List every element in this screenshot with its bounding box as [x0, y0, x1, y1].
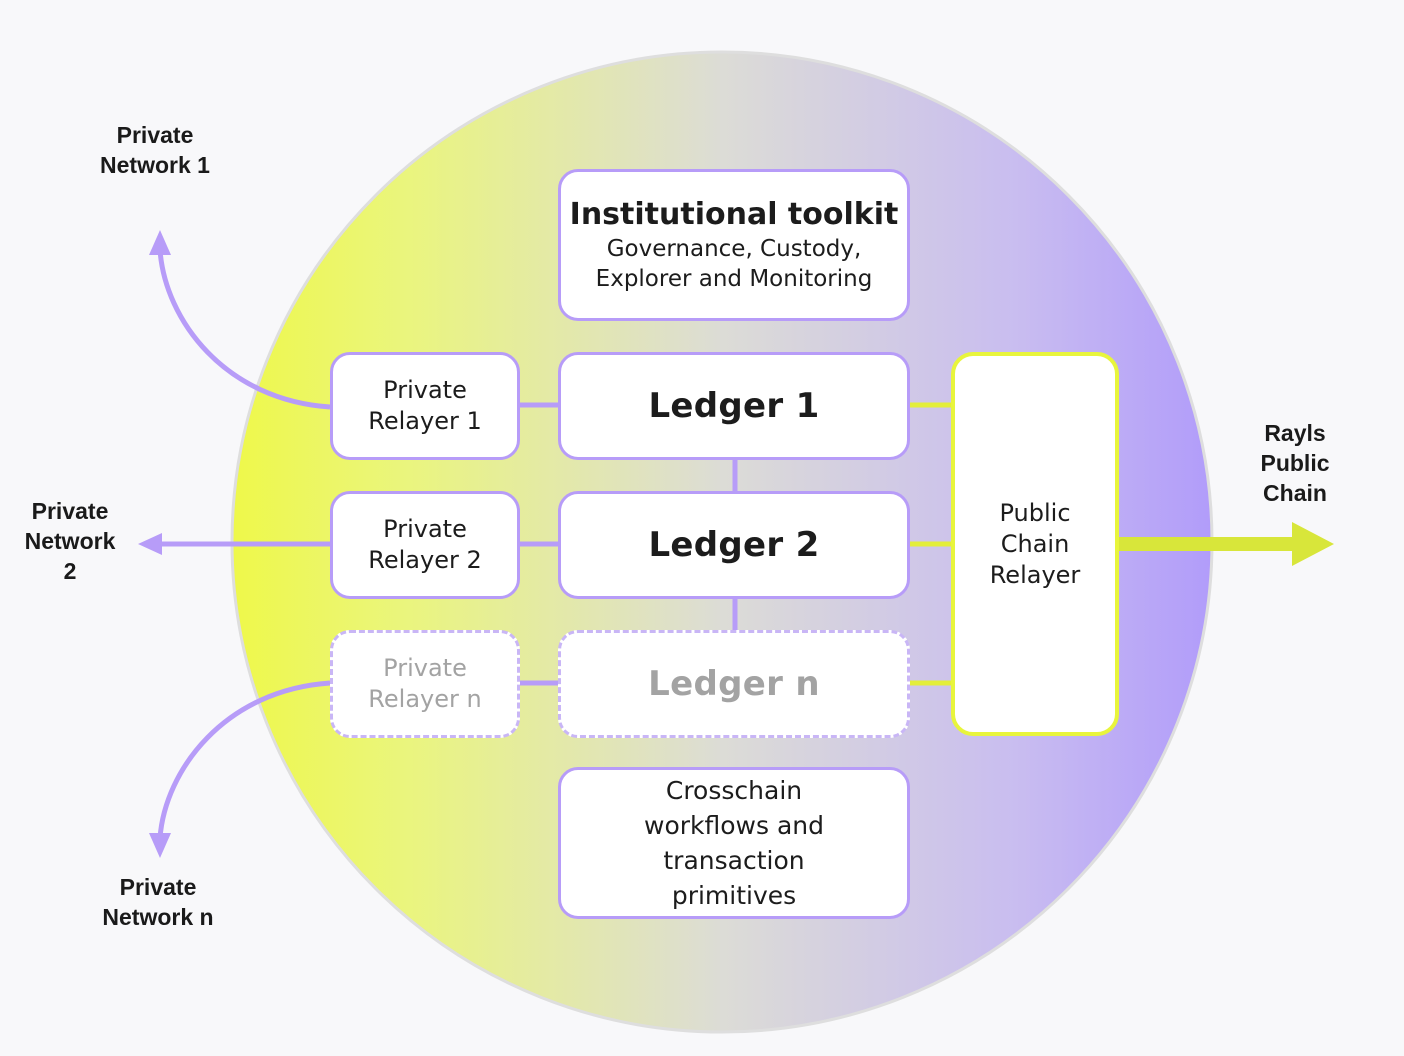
- public-chain-relayer-line2: Chain: [1000, 529, 1070, 558]
- private-relayer-2-box: Private Relayer 2: [330, 491, 520, 599]
- rayls-public-chain-line3: Chain: [1263, 480, 1327, 506]
- private-network-n-line1: Private: [119, 874, 197, 900]
- private-relayer-1-line2: Relayer 1: [368, 407, 482, 435]
- rayls-public-chain-line1: Rayls: [1264, 420, 1326, 446]
- private-relayer-n-line2: Relayer n: [368, 685, 482, 713]
- arrow-private-network-n: [157, 680, 331, 839]
- private-network-2-line2: Network: [24, 528, 116, 554]
- ledger-2-label: Ledger 2: [648, 525, 820, 565]
- institutional-toolkit-box: Institutional toolkit Governance, Custod…: [558, 169, 910, 321]
- arrowhead-private-network-n: [149, 833, 171, 858]
- private-relayer-2-line2: Relayer 2: [368, 546, 482, 574]
- ledger-1-label: Ledger 1: [648, 386, 820, 426]
- private-network-n-label: Private Network n: [78, 872, 238, 932]
- crosschain-line3: transaction: [663, 846, 805, 875]
- crosschain-line4: primitives: [671, 881, 797, 910]
- arrowhead-private-network-1: [149, 230, 171, 255]
- rayls-public-chain-line2: Public: [1260, 450, 1330, 476]
- arrow-rayls-public-chain: [1116, 537, 1298, 551]
- private-relayer-n-box: Private Relayer n: [330, 630, 520, 738]
- ledger-n-box: Ledger n: [558, 630, 910, 738]
- private-relayer-n-line1: Private: [383, 654, 467, 682]
- rayls-public-chain-label: Rayls Public Chain: [1240, 418, 1350, 508]
- crosschain-workflows-box: Crosschain workflows and transaction pri…: [558, 767, 910, 919]
- public-chain-relayer-line3: Relayer: [989, 560, 1081, 589]
- institutional-toolkit-subtitle-line2: Explorer and Monitoring: [595, 266, 873, 292]
- institutional-toolkit-subtitle-line1: Governance, Custody,: [606, 236, 862, 262]
- private-network-2-label: Private Network 2: [0, 496, 140, 586]
- ledger-2-box: Ledger 2: [558, 491, 910, 599]
- private-relayer-1-line1: Private: [383, 376, 467, 404]
- arrow-private-network-1: [157, 249, 331, 410]
- private-network-1-line1: Private: [116, 122, 194, 148]
- crosschain-line1: Crosschain: [665, 776, 803, 805]
- institutional-toolkit-title: Institutional toolkit: [569, 197, 899, 232]
- private-network-2-line3: 2: [63, 558, 77, 584]
- public-chain-relayer-box: Public Chain Relayer: [951, 352, 1119, 736]
- ledger-n-label: Ledger n: [648, 664, 820, 704]
- private-network-n-line2: Network n: [102, 904, 214, 930]
- private-network-2-line1: Private: [31, 498, 109, 524]
- arrowhead-private-network-2: [138, 533, 162, 555]
- public-chain-relayer-line1: Public: [999, 498, 1071, 527]
- ledger-1-box: Ledger 1: [558, 352, 910, 460]
- crosschain-line2: workflows and: [644, 811, 824, 840]
- private-relayer-2-line1: Private: [383, 515, 467, 543]
- private-relayer-1-box: Private Relayer 1: [330, 352, 520, 460]
- private-network-1-line2: Network 1: [100, 152, 210, 178]
- private-network-1-label: Private Network 1: [75, 120, 235, 180]
- arrowhead-rayls-public-chain: [1292, 522, 1334, 566]
